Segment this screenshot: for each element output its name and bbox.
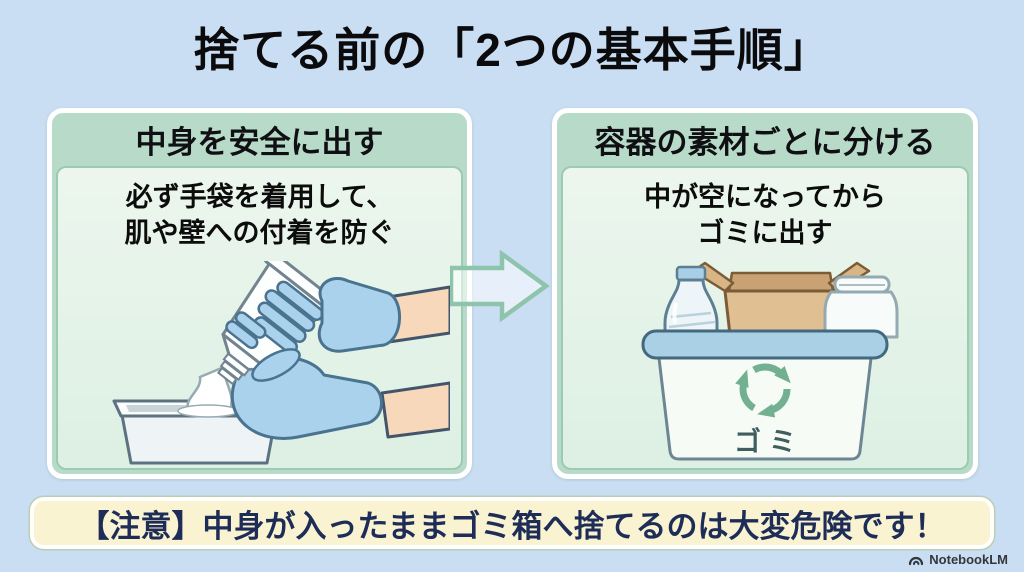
caution-text: 【注意】中身が入ったままゴミ箱へ捨てるのは大変危険です！ (78, 508, 946, 544)
lower-arm (380, 381, 450, 439)
bin-rim (641, 329, 889, 360)
plastic-bottle (663, 265, 719, 339)
glass-jar (823, 275, 899, 339)
caution-banner: 【注意】中身が入ったままゴミ箱へ捨てるのは大変危険です！ (30, 497, 994, 549)
step-1-heading: 中身を安全に出す (135, 125, 384, 160)
page-title: 捨てる前の「2つの基本手順」 (193, 24, 831, 76)
step-arrow-icon (448, 246, 550, 326)
squeeze-tube-illustration-icon (112, 261, 450, 465)
step-1-description: 必ず手袋を着用して、 肌や壁への付着を防ぐ (124, 182, 395, 248)
watermark-label: NotebookLM (929, 552, 1008, 567)
notebooklm-logo-icon (909, 556, 924, 566)
step-2-body: 中が空になってから ゴミに出す (561, 166, 969, 470)
bin-label: ゴミ (734, 426, 804, 457)
watermark: NotebookLM (908, 552, 1008, 567)
lower-hand-fingers (224, 311, 266, 350)
lower-thumb (250, 348, 301, 382)
bin-body (657, 356, 873, 461)
step-2-heading: 容器の素材ごとに分ける (594, 125, 936, 160)
step-1-panel: 中身を安全に出す 必ず手袋を着用して、 肌や壁への付着を防ぐ (47, 108, 472, 479)
squeezed-tube (216, 261, 339, 386)
step-2-panel: 容器の素材ごとに分ける 中が空になってから ゴミに出す (552, 108, 978, 479)
recycle-symbol-icon (735, 363, 791, 418)
upper-hand-fingers (253, 280, 324, 355)
step-2-description: 中が空になってから ゴミに出す (644, 182, 886, 248)
recycling-bin-illustration-icon: ゴミ (641, 261, 899, 461)
step-1-body: 必ず手袋を着用して、 肌や壁への付着を防ぐ (56, 166, 463, 470)
upper-glove (317, 277, 401, 353)
